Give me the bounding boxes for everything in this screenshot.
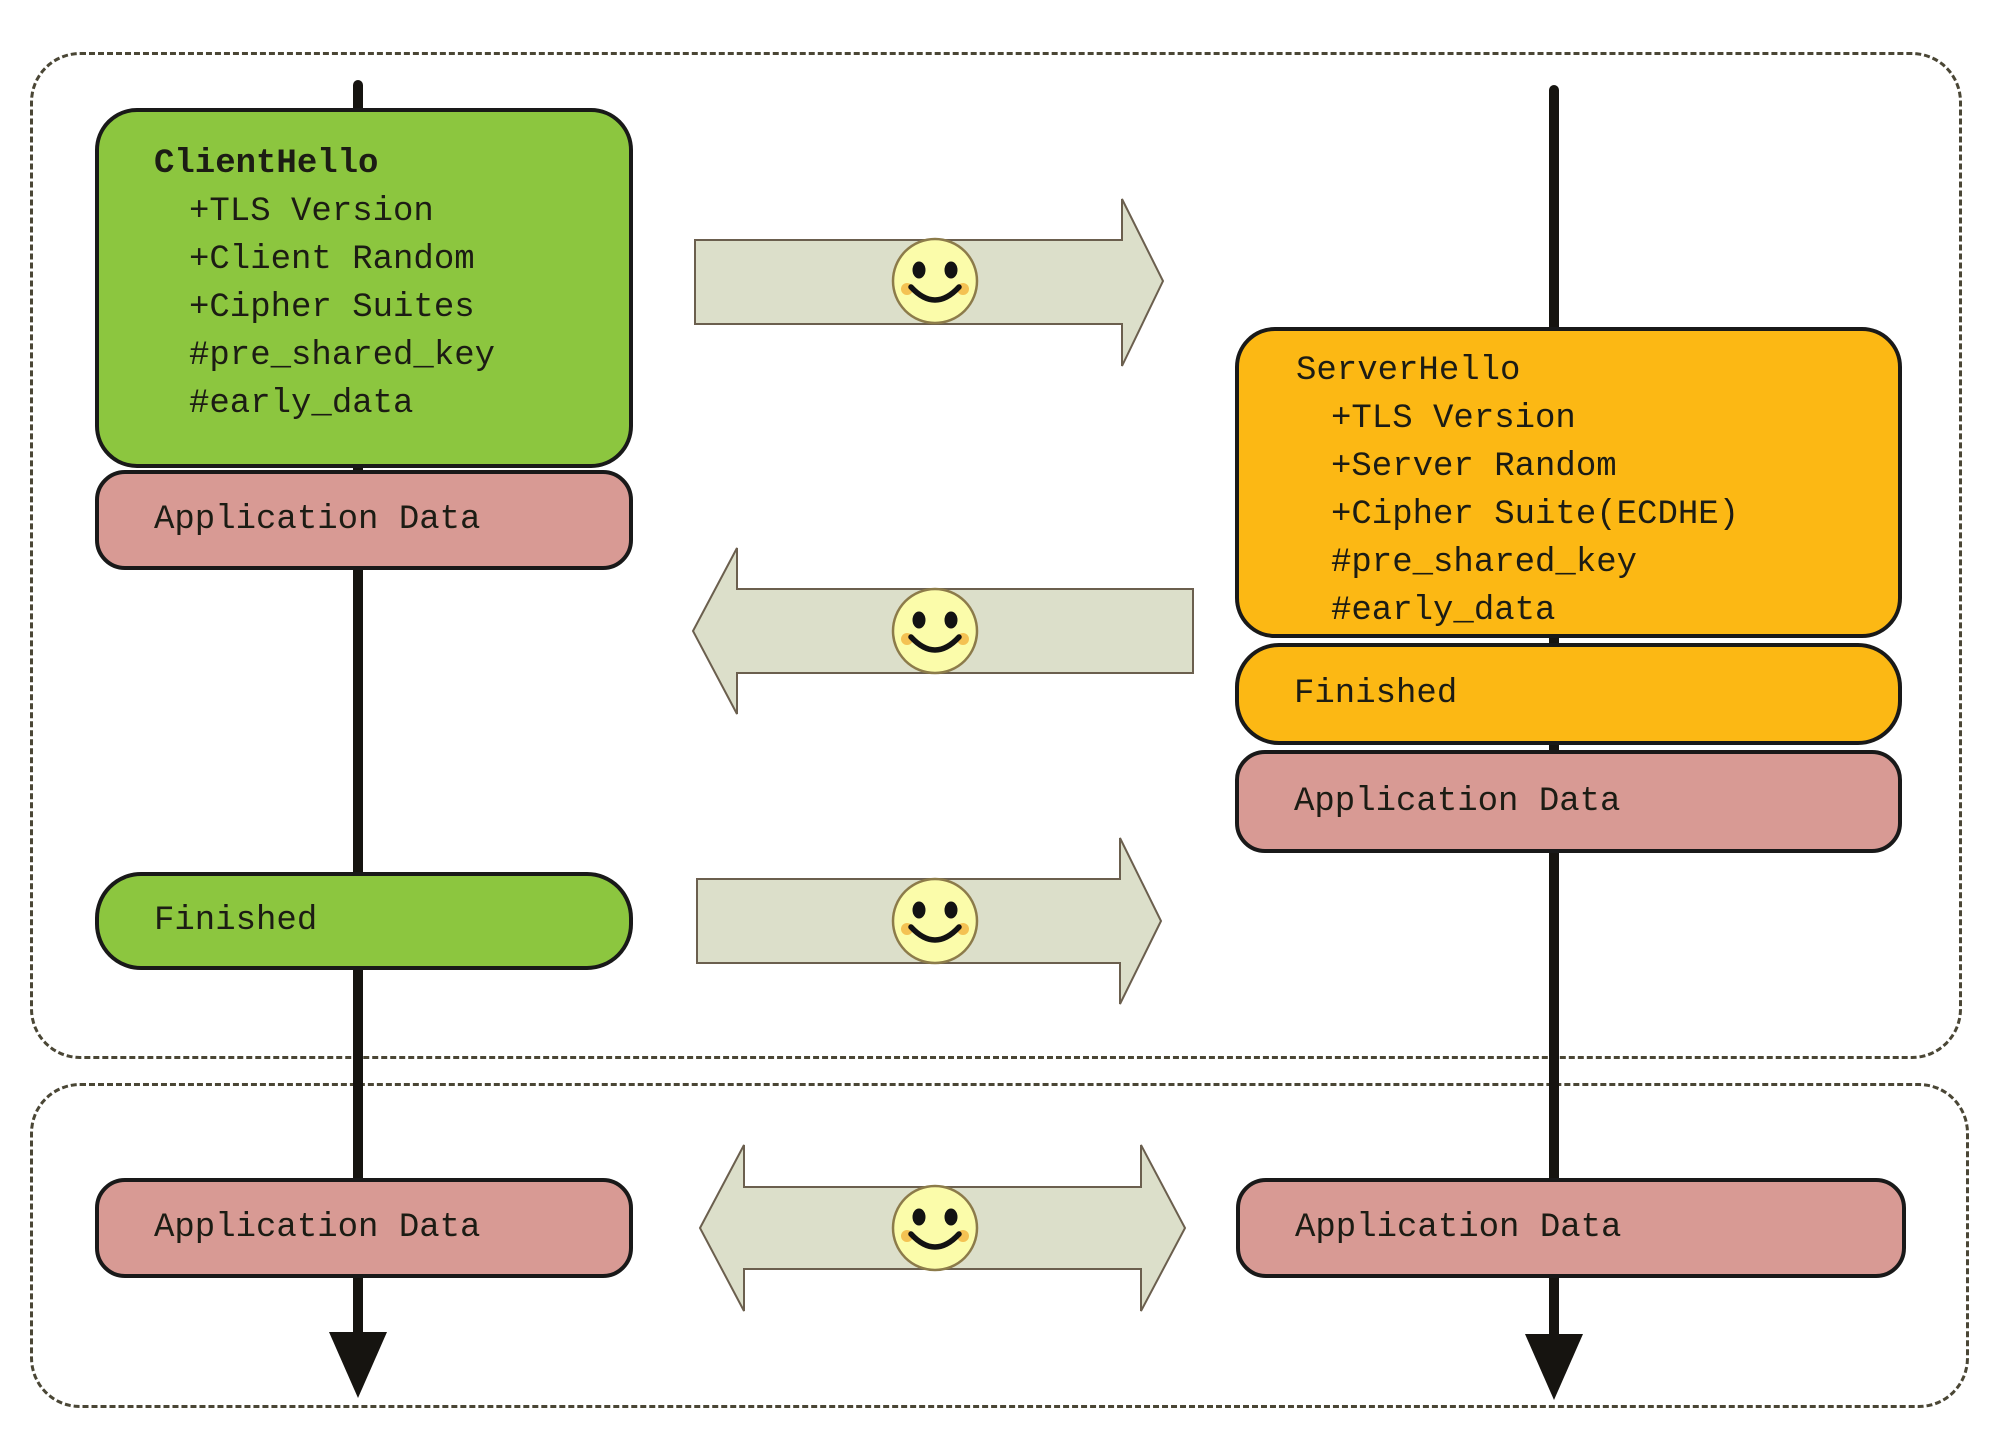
smiley-icon: [893, 239, 977, 323]
server-hello-box: ServerHello +TLS Version +Server Random …: [1235, 327, 1902, 638]
client-lifeline: [353, 80, 363, 1335]
client-hello-item: #early_data: [189, 385, 414, 423]
server-application-data-bottom-label: Application Data: [1295, 1209, 1622, 1247]
server-hello-item: +Cipher Suite(ECDHE): [1331, 496, 1740, 534]
client-lifeline-arrowhead-icon: [329, 1332, 387, 1398]
smiley-icon: [893, 879, 977, 963]
client-hello-box: ClientHello +TLS Version +Client Random …: [95, 108, 633, 468]
client-application-data-label: Application Data: [154, 501, 481, 539]
client-application-data-box: Application Data: [95, 470, 633, 570]
server-finished-label: Finished: [1294, 675, 1458, 713]
server-hello-item: #pre_shared_key: [1331, 544, 1638, 582]
server-application-data-bottom-box: Application Data: [1236, 1178, 1906, 1278]
server-finished-box: Finished: [1235, 643, 1902, 745]
client-hello-title: ClientHello: [154, 145, 379, 183]
client-hello-item: +TLS Version: [189, 193, 434, 231]
application-data-phase-container: [30, 1083, 1969, 1408]
server-hello-item: +Server Random: [1331, 448, 1617, 486]
server-hello-item: +TLS Version: [1331, 400, 1576, 438]
server-application-data-box: Application Data: [1235, 750, 1902, 853]
client-hello-item: +Cipher Suites: [189, 289, 475, 327]
client-application-data-bottom-box: Application Data: [95, 1178, 633, 1278]
client-hello-item: +Client Random: [189, 241, 475, 279]
client-hello-item: #pre_shared_key: [189, 337, 496, 375]
server-hello-title: ServerHello: [1296, 352, 1521, 390]
handshake-phase-container: [30, 52, 1962, 1059]
smiley-icon: [893, 589, 977, 673]
client-application-data-bottom-label: Application Data: [154, 1209, 481, 1247]
server-hello-item: #early_data: [1331, 592, 1556, 630]
client-finished-label: Finished: [154, 902, 318, 940]
client-finished-box: Finished: [95, 872, 633, 970]
smiley-icon: [893, 1186, 977, 1270]
server-application-data-label: Application Data: [1294, 782, 1621, 821]
server-lifeline-arrowhead-icon: [1525, 1334, 1583, 1400]
